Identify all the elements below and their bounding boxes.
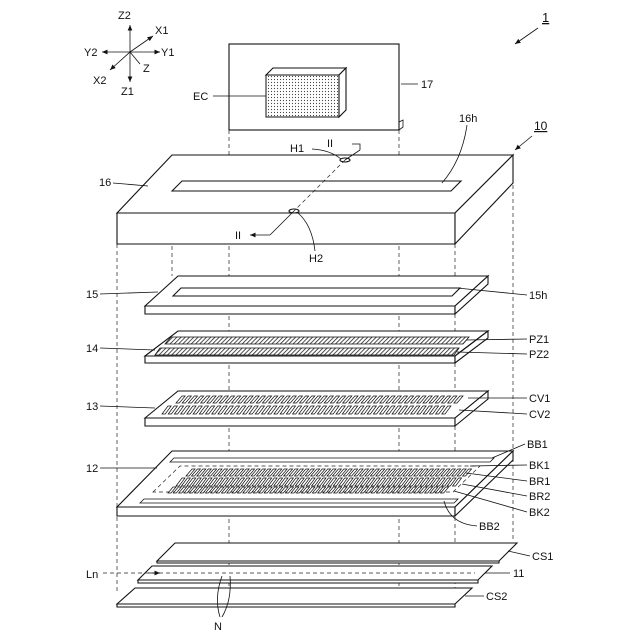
h2-label: H2 <box>309 253 323 265</box>
figure-number-label: 1 <box>542 10 549 25</box>
cover-sheet-cs1: CS1 <box>157 543 553 563</box>
n-label: N <box>214 621 222 633</box>
axis-x2-label: X2 <box>93 75 106 87</box>
br1-label: BR1 <box>529 476 550 488</box>
axis-z2-label: Z2 <box>118 10 131 22</box>
axis-z1-label: Z1 <box>121 86 134 98</box>
layer-13-label: 13 <box>86 401 98 413</box>
br2-label: BR2 <box>529 491 550 503</box>
layer-12-label: 12 <box>86 463 98 475</box>
cs2-label: CS2 <box>486 591 507 603</box>
substrate-11-label: 11 <box>513 568 524 580</box>
axis-x1-label: X1 <box>155 25 168 37</box>
case-17: EC 17 <box>193 44 433 130</box>
bb1-label: BB1 <box>527 439 548 451</box>
top-plate-16-label: 16 <box>99 177 111 189</box>
pz1-label: PZ1 <box>529 334 549 346</box>
assembly-number-label: 10 <box>534 119 548 133</box>
cv2-label: CV2 <box>529 409 550 421</box>
layer-14-label: 14 <box>86 343 98 355</box>
axis-y2-label: Y2 <box>84 47 97 59</box>
top-plate-16: II II H1 H2 16 16h <box>99 113 513 265</box>
cs1-label: CS1 <box>532 551 553 563</box>
h1-label: H1 <box>290 143 304 155</box>
section-mark-bottom: II <box>235 230 241 242</box>
section-mark-top: II <box>327 138 333 150</box>
bk1-label: BK1 <box>529 460 550 472</box>
cover-sheet-cs2: CS2 <box>117 588 507 607</box>
axis-z-label: Z <box>143 63 150 75</box>
ln-label: Ln <box>86 569 98 581</box>
layer-13: 13 CV1 CV2 <box>86 391 550 426</box>
case-17-label: 17 <box>421 79 433 91</box>
bb2-label: BB2 <box>479 521 500 533</box>
layer-12: 12 BB1 BK1 BR1 BR2 BK2 BB2 <box>86 439 550 533</box>
bk2-label: BK2 <box>529 507 550 519</box>
substrate-11: Ln 11 <box>86 566 524 583</box>
layer-15: 15 15h <box>86 276 547 314</box>
slot-16h-label: 16h <box>459 113 477 125</box>
cv1-label: CV1 <box>529 393 550 405</box>
axis-triad: Z2 X1 Y2 Y1 Z X2 Z1 <box>84 10 174 98</box>
pz2-label: PZ2 <box>529 349 549 361</box>
layer-15-label: 15 <box>86 289 98 301</box>
ec-label: EC <box>193 91 208 103</box>
layer-14: 14 PZ1 PZ2 <box>86 331 549 363</box>
axis-y1-label: Y1 <box>161 47 174 59</box>
hole-15h-label: 15h <box>529 290 547 302</box>
